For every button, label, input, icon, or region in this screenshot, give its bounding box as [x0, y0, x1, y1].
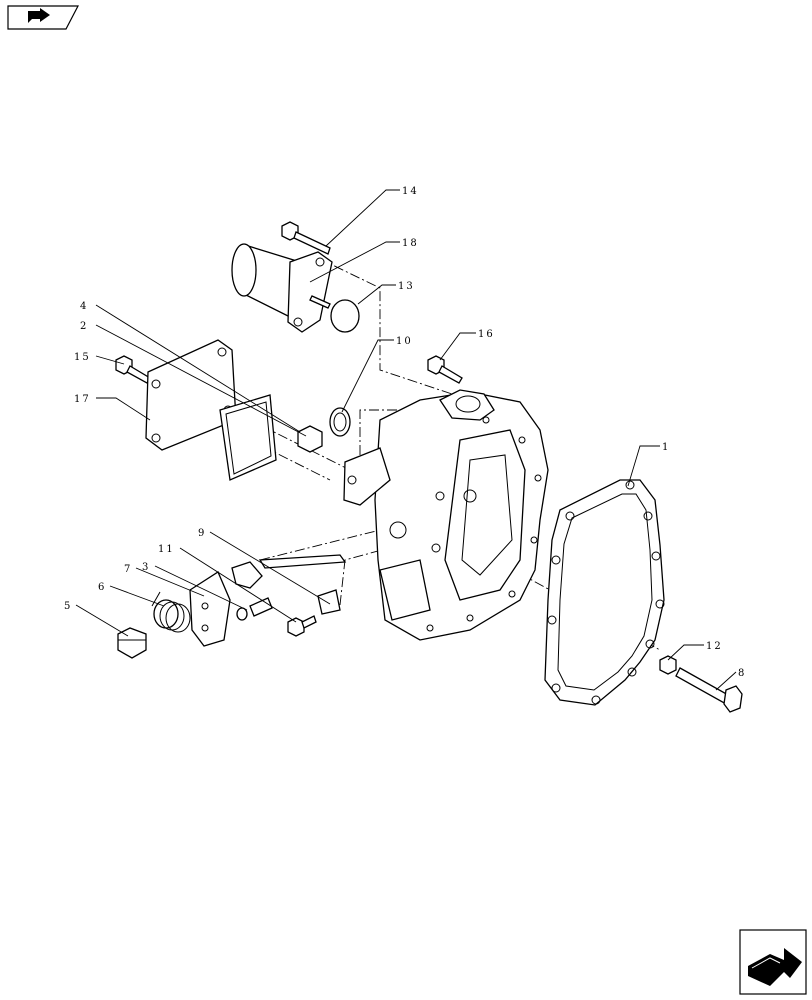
part-pin-3 [249, 597, 273, 617]
part-bolt-15 [115, 355, 151, 384]
back-arrow-icon [28, 8, 50, 23]
part-gasket-1 [544, 479, 665, 706]
part-bolt-14 [281, 221, 331, 255]
part-housing [343, 389, 549, 641]
part-solenoid-18 [231, 243, 333, 333]
callout-3: 3 [142, 562, 150, 573]
part-cover-17 [145, 339, 237, 451]
callout-leaders [75, 189, 737, 691]
callout-2: 2 [80, 321, 88, 332]
callout-13: 13 [398, 281, 415, 292]
callout-12: 12 [706, 641, 723, 652]
part-o-ring-small [236, 607, 248, 621]
callout-7: 7 [124, 564, 132, 575]
part-plug-5 [117, 627, 147, 659]
callout-4: 4 [80, 301, 88, 312]
callout-9: 9 [198, 528, 206, 539]
callout-11: 11 [158, 544, 175, 555]
part-bolt-8 [675, 667, 743, 713]
next-page-arrow-icon [748, 948, 802, 986]
callout-8: 8 [738, 668, 746, 679]
part-shaft-9 [258, 554, 347, 615]
next-page-button[interactable] [739, 929, 807, 995]
part-bolt-11 [287, 615, 317, 637]
callout-18: 18 [402, 238, 419, 249]
callout-5: 5 [64, 601, 72, 612]
callout-15: 15 [74, 352, 91, 363]
callout-10: 10 [396, 336, 413, 347]
callout-17: 17 [74, 394, 91, 405]
callout-labels: 1 2 3 4 5 6 7 8 9 10 11 12 13 14 15 16 1… [64, 186, 746, 679]
callout-16: 16 [478, 329, 495, 340]
part-o-ring-13 [330, 299, 360, 333]
part-plug-4 [297, 425, 323, 453]
part-bolt-16 [427, 355, 463, 384]
callout-1: 1 [662, 442, 670, 453]
part-washer-10 [329, 407, 351, 437]
part-spring-6 [151, 591, 191, 633]
part-bracket-7 [189, 561, 263, 647]
part-nut-12 [659, 655, 677, 675]
callout-6: 6 [98, 582, 106, 593]
back-button[interactable] [7, 5, 79, 30]
callout-14: 14 [402, 186, 419, 197]
part-gasket-2 [219, 394, 277, 481]
